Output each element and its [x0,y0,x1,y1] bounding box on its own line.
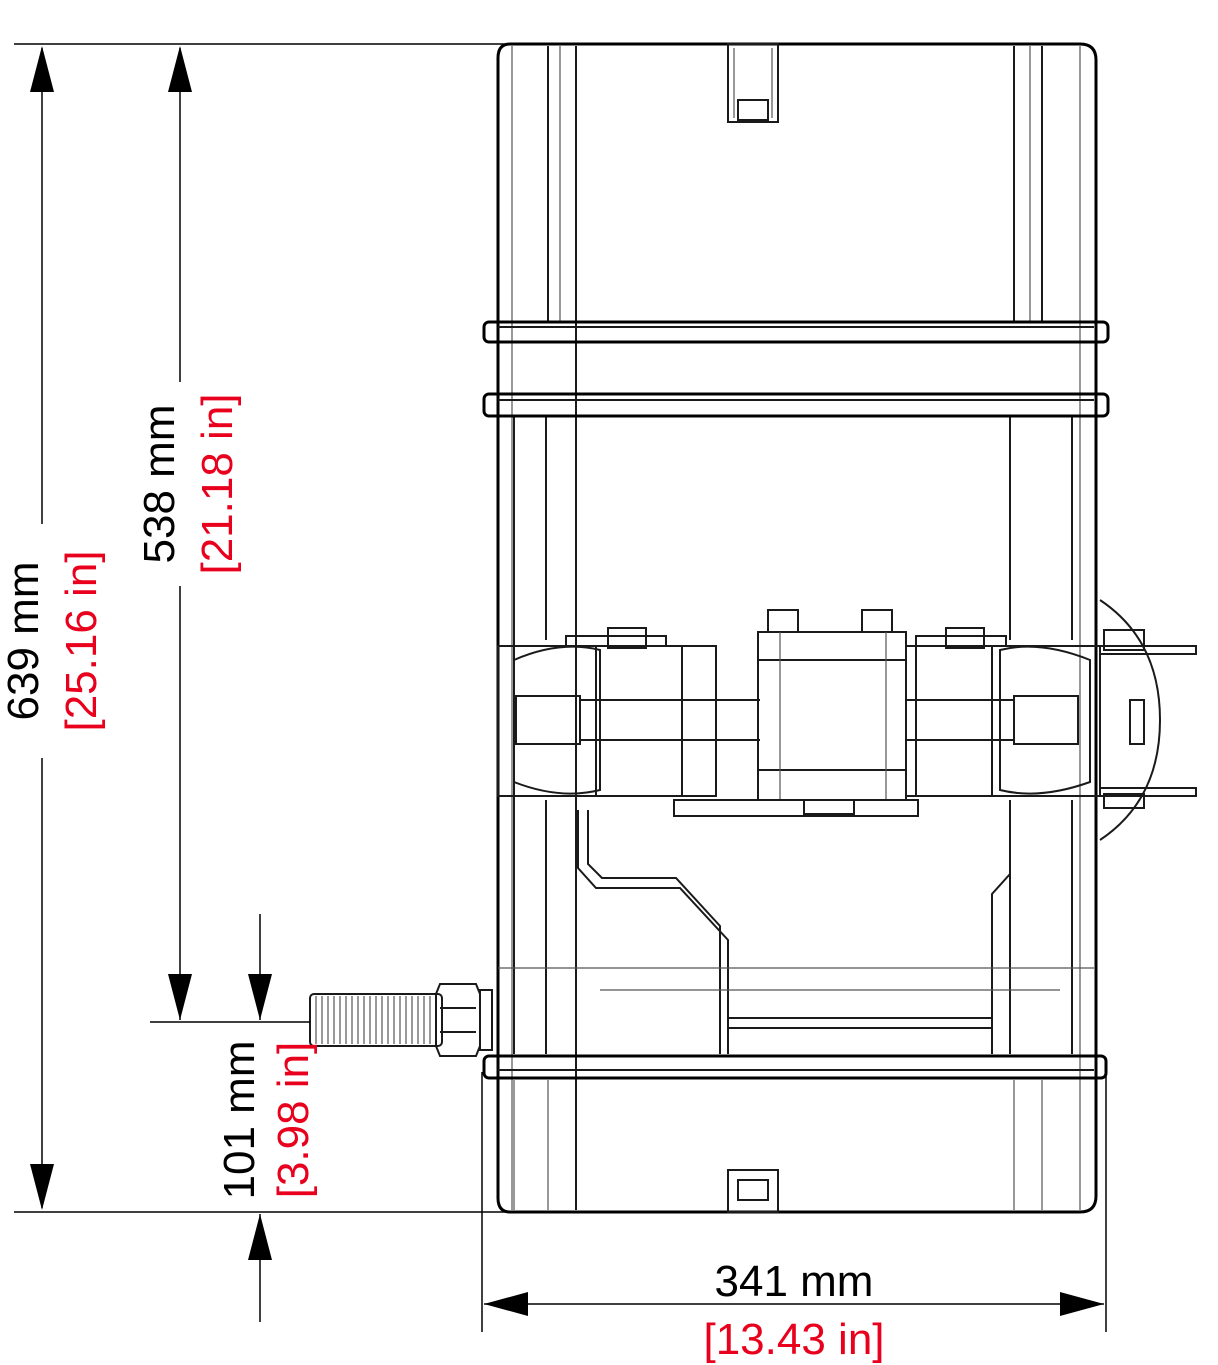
dim-overall-height [30,46,54,1210]
dimension-labels: 639 mm [25.16 in] 538 mm [21.18 in] 101 … [0,393,885,1364]
dim-overall-width [484,1292,1104,1316]
overall-height-mm-label: 639 mm [0,562,48,721]
dim-port-offset [248,914,272,1322]
device-outline [309,42,1197,1214]
overall-height-in-label: [25.16 in] [57,550,106,731]
body-height-in-label: [21.18 in] [193,393,242,574]
dim-body-height [168,46,192,1020]
dimension-lines [14,43,1107,1332]
overall-width-in-label: [13.43 in] [703,1315,884,1364]
port-offset-in-label: [3.98 in] [269,1042,318,1199]
port-fitting [309,983,493,1057]
port-offset-mm-label: 101 mm [215,1041,264,1200]
body-height-mm-label: 538 mm [135,405,184,564]
overall-width-mm-label: 341 mm [715,1257,874,1306]
